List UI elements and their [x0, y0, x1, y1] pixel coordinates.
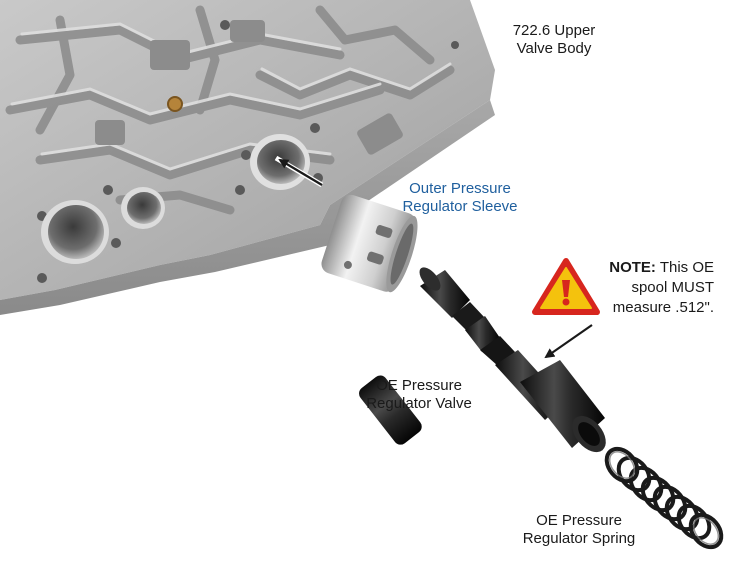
note-line-2: spool MUST: [631, 279, 714, 296]
valve-label: OE Pressure Regulator Valve: [366, 377, 472, 412]
warning-triangle-icon: [532, 258, 600, 315]
note-callout: NOTE: This OE spool MUST measure .512".: [582, 258, 714, 318]
outer-pressure-regulator-sleeve: [321, 194, 418, 293]
oe-pressure-regulator-valve: [359, 375, 422, 445]
bore-small-left: [121, 187, 165, 229]
sleeve-label: Outer Pressure Regulator Sleeve: [402, 180, 518, 215]
valve-body-label: 722.6 Upper Valve Body: [512, 22, 596, 57]
note-line-3: measure .512".: [612, 299, 714, 316]
note-line-1: This OE: [659, 259, 714, 276]
note-heading: NOTE:: [609, 259, 656, 276]
note-arrow: [544, 324, 593, 359]
spool-body: [419, 267, 606, 453]
bore-large-left: [41, 200, 109, 264]
valve-body-casting: [0, 0, 495, 315]
spring-label: OE Pressure Regulator Spring: [522, 512, 636, 547]
